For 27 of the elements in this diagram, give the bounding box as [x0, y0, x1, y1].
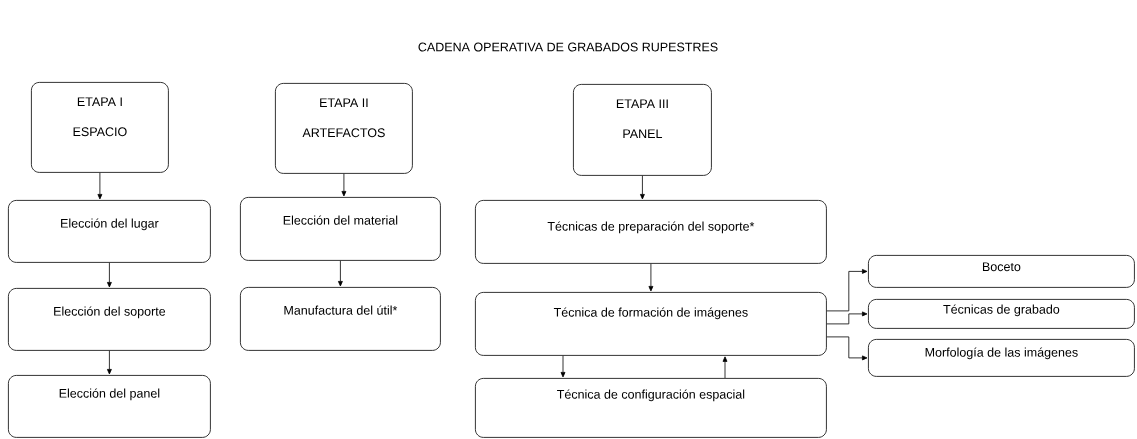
arrow [97, 172, 103, 200]
process-box: Manufactura del útil* [240, 287, 441, 351]
process-box: Técnica de configuración espacial [475, 378, 827, 438]
process-box: Técnicas de grabado [868, 299, 1135, 329]
process-box: Técnica de formación de imágenes [475, 292, 827, 356]
arrow [826, 336, 868, 361]
process-box: Elección del panel [8, 375, 211, 438]
arrow [722, 356, 728, 379]
arrow [826, 269, 868, 312]
stage-box: ETAPA III PANEL [573, 84, 712, 176]
process-box: Boceto [868, 255, 1135, 288]
arrow [640, 175, 645, 200]
arrow [826, 311, 868, 325]
process-box: Elección del material [240, 197, 441, 261]
process-box: Técnicas de preparación del soporte* [475, 200, 827, 264]
stage-box: ETAPA I ESPACIO [31, 82, 169, 173]
process-box: Elección del soporte [8, 288, 211, 351]
arrow [341, 173, 347, 197]
process-box: Morfología de las imágenes [868, 339, 1135, 377]
stage-box: ETAPA II ARTEFACTOS [275, 83, 413, 174]
arrow [648, 263, 654, 292]
arrow [560, 355, 566, 378]
arrow [338, 260, 343, 287]
arrow [107, 350, 112, 375]
process-box: Elección del lugar [8, 200, 211, 263]
title: CADENA OPERATIVA DE GRABADOS RUPESTRES [418, 42, 718, 52]
arrow [107, 262, 112, 288]
